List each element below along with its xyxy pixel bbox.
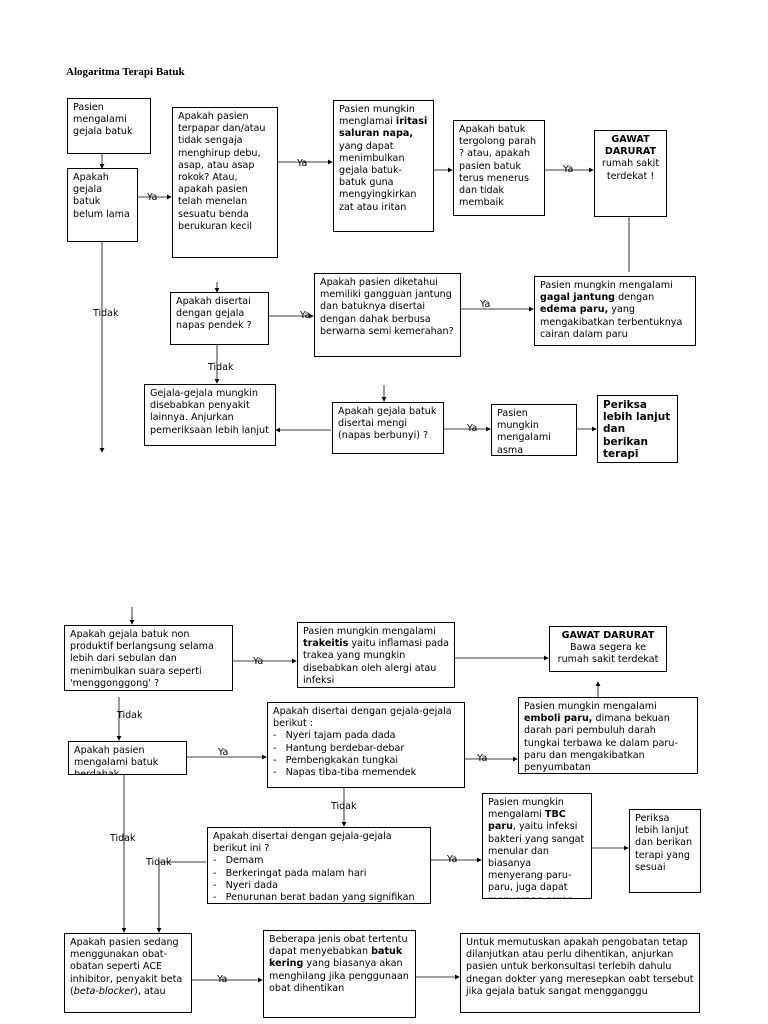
c6-pre: Pasien mungkin mengalami	[524, 701, 657, 712]
c11-bold: batuk kering	[269, 946, 403, 970]
page-title: Alogaritma Terapi Batuk	[66, 66, 185, 78]
box-periksa-top: Periksa lebih lanjut dan berikan terapi	[597, 395, 678, 463]
c7-item: Penurunan berat badan yang signifikan	[213, 892, 425, 903]
box-gejala-berikut-2: Apakah disertai dengan gejala-gejala ber…	[207, 827, 431, 904]
c4-item: Pembengkakan tungkai	[273, 755, 459, 767]
box-batuk-belum-lama: Apakah gejala batuk belum lama	[67, 168, 138, 242]
label-ya: Ya	[480, 299, 491, 310]
c7-item: Nyeri dada	[213, 880, 425, 892]
c8-pre: Pasien mungkin mengalami	[488, 797, 564, 821]
c4-item: Nyeri tajam pada dada	[273, 730, 459, 742]
b4-post: yang dapat menimbulkan gejala batuk-batu…	[339, 140, 417, 213]
box-tbc-paru: Pasien mungkin mengalami TBC paru, yaitu…	[482, 793, 592, 899]
label-ya: Ya	[467, 423, 478, 434]
label-ya: Ya	[297, 158, 308, 169]
c7-item: Berkeringat pada malam hari	[213, 868, 425, 880]
c2-bold: trakeitis	[303, 638, 349, 650]
b9-bold2: edema paru,	[540, 304, 609, 316]
b9-mid: dengan	[615, 292, 655, 304]
box-pasien-batuk: Pasien mengalami gejala batuk	[67, 98, 151, 154]
box-terpapar-debu: Apakah pasien terpapar dan/atau tidak se…	[172, 107, 278, 258]
label-ya: Ya	[477, 753, 488, 764]
label-tidak: Tidak	[331, 801, 357, 812]
c4-intro: Apakah disertai dengan gejala-gejala ber…	[273, 706, 452, 730]
gawat-darurat-title-2: GAWAT DARURAT	[561, 630, 655, 641]
c7-item: Demam	[213, 855, 425, 867]
label-tidak: Tidak	[110, 833, 136, 844]
box-penyakit-lainnya: Gejala-gejala mungkin disebabkan penyaki…	[144, 384, 276, 446]
label-ya: Ya	[218, 747, 229, 758]
box-konsultasi-dokter: Untuk memutuskan apakah pengobatan tetap…	[460, 933, 700, 1013]
c8-bold: TBC paru	[488, 809, 566, 833]
gawat-darurat-text-2: Bawa segera ke rumah sakit terdekat	[557, 642, 659, 666]
box-obat-ace: Apakah pasien sedang menggunakan obat-ob…	[64, 933, 192, 1013]
c10-post: ), atau	[134, 985, 166, 997]
label-ya: Ya	[300, 310, 311, 321]
box-batuk-berdahak: Apakah pasien mengalami batuk berdahak	[68, 741, 187, 775]
box-trakeitis: Pasien mungkin mengalami trakeitis yaitu…	[297, 622, 455, 688]
c8-post: , yaitu infeksi bakteri yang sangat menu…	[488, 821, 585, 898]
box-emboli-paru: Pasien mungkin mengalami emboli paru, di…	[518, 697, 698, 774]
c2-pre: Pasien mungkin mengalami	[303, 626, 436, 637]
gawat-darurat-text: rumah sakit terdekat !	[601, 158, 660, 182]
label-ya: Ya	[217, 974, 228, 985]
b9-bold1: gagal jantung	[540, 292, 616, 304]
label-tidak: Tidak	[93, 308, 119, 319]
c4-list: Nyeri tajam pada dada Hantung berdebar-d…	[273, 730, 459, 779]
box-iritasi-saluran: Pasien mungkin menglamai iritasi saluran…	[333, 100, 434, 232]
c11-pre: Beberapa jenis obat tertentu dapat menye…	[269, 934, 408, 958]
b4-bold: iritasi saluran napa,	[339, 116, 428, 140]
box-napas-pendek: Apakah disertai dengan gejala napas pend…	[170, 292, 269, 345]
box-asma: Pasien mungkin mengalami asma	[491, 404, 577, 456]
c11-post: yang biasanya akan menghilang jika pengg…	[269, 958, 409, 994]
box-batuk-kering: Beberapa jenis obat tertentu dapat menye…	[263, 930, 416, 1018]
box-gagal-jantung: Pasien mungkin mengalami gagal jantung d…	[534, 276, 696, 346]
label-ya: Ya	[147, 192, 158, 203]
box-gawat-darurat-bottom: GAWAT DARURAT Bawa segera ke rumah sakit…	[549, 626, 667, 672]
c6-post: dimana bekuan darah pari pembuluh darah …	[524, 713, 678, 774]
label-ya: Ya	[447, 854, 458, 865]
b9-pre: Pasien mungkin mengalami	[540, 280, 673, 291]
c4-item: Napas tiba-tiba memendek	[273, 767, 459, 779]
b9-post: yang mengakibatkan terbentuknya cairan d…	[540, 304, 683, 340]
box-gawat-darurat-top: GAWAT DARURAT rumah sakit terdekat !	[594, 130, 667, 217]
label-ya: Ya	[563, 164, 574, 175]
box-mengi: Apakah gejala batuk disertai mengi (napa…	[332, 402, 444, 454]
c10-ital: beta-blocker	[73, 985, 135, 997]
c7-list: Demam Berkeringat pada malam hari Nyeri …	[213, 855, 425, 903]
box-gangguan-jantung: Apakah pasien diketahui memiliki ganggua…	[314, 273, 461, 357]
box-batuk-parah: Apakah batuk tergolong parah ? atau, apa…	[453, 120, 545, 216]
box-gejala-berikut-1: Apakah disertai dengan gejala-gejala ber…	[267, 702, 465, 788]
gawat-darurat-title: GAWAT DARURAT	[604, 134, 657, 158]
b4-pre: Pasien mungkin menglamai	[339, 104, 415, 128]
label-tidak: Tidak	[117, 710, 143, 721]
c10-pre: Apakah pasien sedang menggunakan obat-ob…	[70, 937, 183, 997]
c6-bold: emboli paru,	[524, 713, 593, 725]
c2-post: yaitu inflamasi pada trakea yang mungkin…	[303, 638, 450, 686]
c7-intro: Apakah disertai dengan gejala-gejala ber…	[213, 831, 392, 855]
box-batuk-non-produktif: Apakah gejala batuk non produktif berlan…	[64, 625, 233, 691]
label-tidak: Tidak	[146, 857, 172, 868]
label-tidak: Tidak	[208, 362, 234, 373]
label-ya: Ya	[253, 656, 264, 667]
c4-item: Hantung berdebar-debar	[273, 743, 459, 755]
box-periksa-bottom: Periksa lebih lanjut dan berikan terapi …	[629, 809, 701, 893]
